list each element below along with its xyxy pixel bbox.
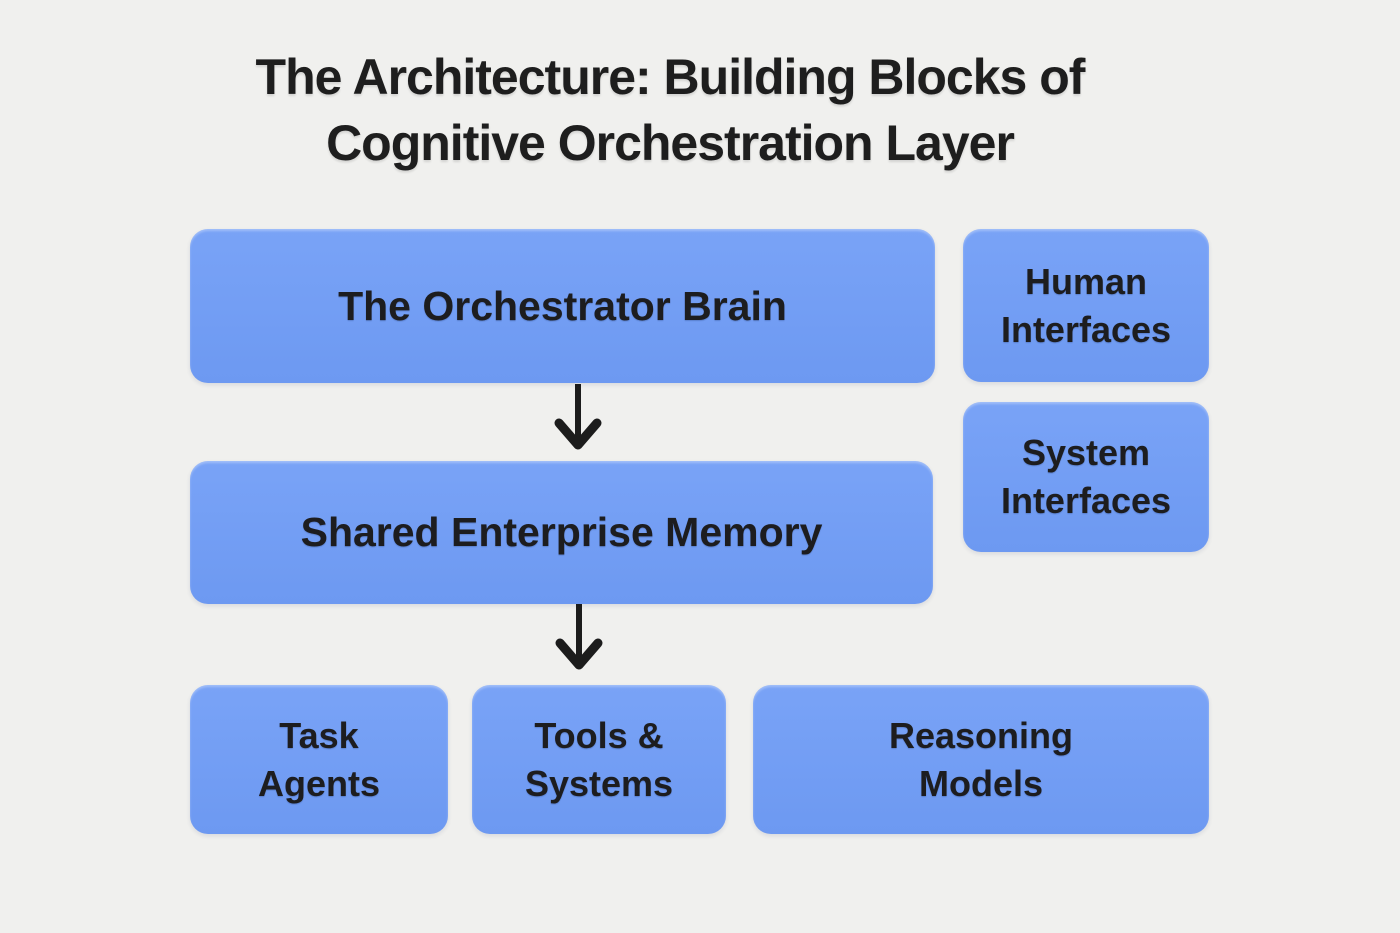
title-line-1: The Architecture: Building Blocks of xyxy=(255,49,1086,105)
node-system-interfaces: System Interfaces xyxy=(963,402,1209,552)
node-shared-enterprise-memory: Shared Enterprise Memory xyxy=(190,461,933,604)
title-line-2: Cognitive Orchestration Layer xyxy=(326,115,1015,171)
node-reasoning-models-label: Reasoning Models xyxy=(888,714,1074,804)
node-human-interfaces-label: Human Interfaces xyxy=(1000,260,1172,350)
node-tools-systems: Tools & Systems xyxy=(472,685,726,834)
node-tools-systems-label: Tools & Systems xyxy=(524,714,674,804)
arrow-down-icon xyxy=(554,384,602,450)
node-task-agents-label: Task Agents xyxy=(257,714,380,804)
diagram-title: The Architecture: Building Blocks of Cog… xyxy=(0,44,1340,176)
arrow-down-icon xyxy=(555,604,603,670)
node-task-agents: Task Agents xyxy=(190,685,448,834)
node-orchestrator-brain-label: The Orchestrator Brain xyxy=(338,282,787,329)
node-human-interfaces: Human Interfaces xyxy=(963,229,1209,382)
node-orchestrator-brain: The Orchestrator Brain xyxy=(190,229,935,383)
node-reasoning-models: Reasoning Models xyxy=(753,685,1209,834)
node-shared-enterprise-memory-label: Shared Enterprise Memory xyxy=(300,509,823,555)
node-system-interfaces-label: System Interfaces xyxy=(1000,432,1172,521)
